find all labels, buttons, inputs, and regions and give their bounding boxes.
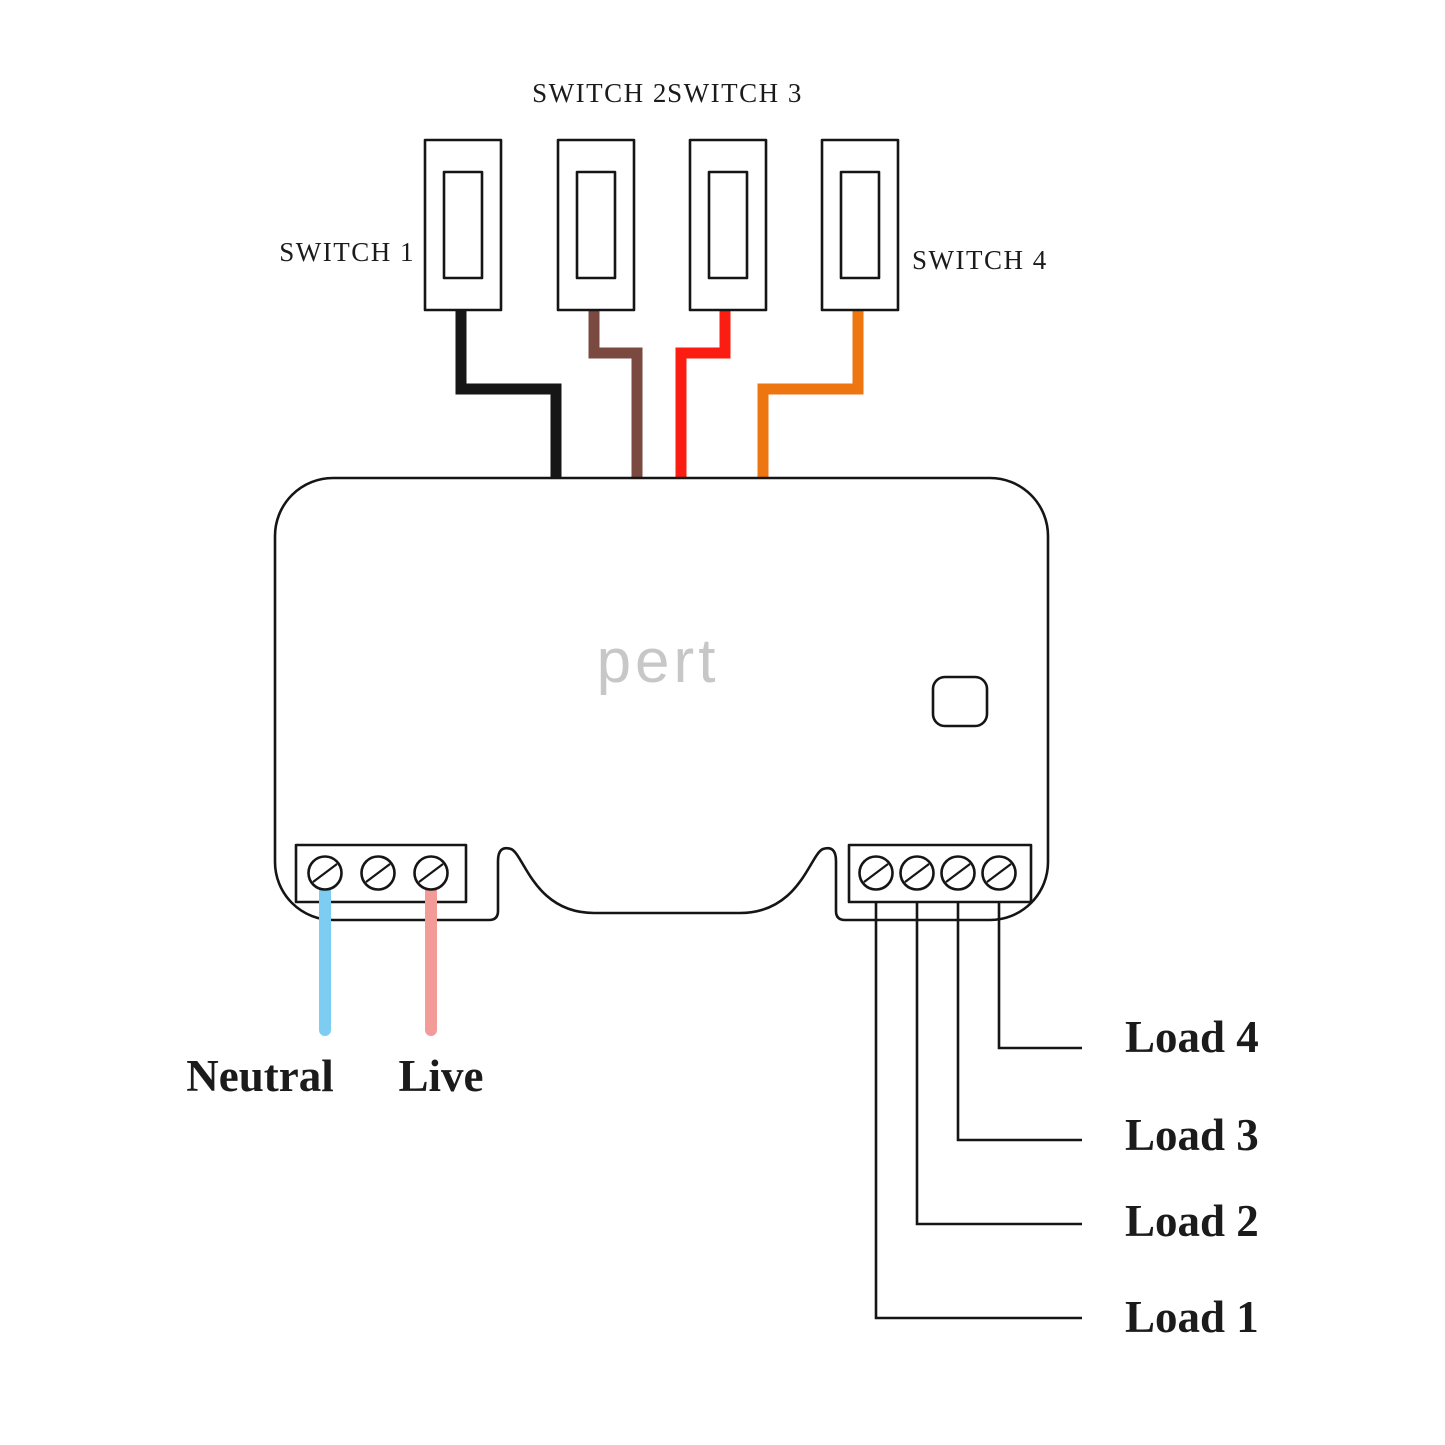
load1-label: Load 1 bbox=[1125, 1292, 1259, 1342]
switch-3-rocker bbox=[707, 170, 749, 280]
load4-terminal-screw bbox=[981, 855, 1017, 891]
load2-line bbox=[915, 902, 1082, 1226]
load2-terminal-screw bbox=[899, 855, 935, 891]
neutral-terminal-screw bbox=[307, 855, 343, 891]
switch-3-body bbox=[688, 138, 768, 312]
switch1-wire bbox=[455, 309, 562, 484]
module-button bbox=[931, 675, 989, 728]
spare-terminal-screw bbox=[360, 855, 396, 891]
switch-3 bbox=[688, 138, 768, 312]
load3-terminal-screw bbox=[940, 855, 976, 891]
load4-label: Load 4 bbox=[1125, 1012, 1259, 1062]
switch4-wire bbox=[757, 309, 864, 484]
switch1-label: SWITCH 1 bbox=[279, 237, 415, 267]
switch-1-body bbox=[423, 138, 503, 312]
switch4-label: SWITCH 4 bbox=[912, 245, 1048, 275]
switch-4-body bbox=[820, 138, 900, 312]
switch2-wire bbox=[588, 309, 643, 484]
load4-line bbox=[997, 902, 1082, 1050]
load1-terminal-screw bbox=[858, 855, 894, 891]
switch-4 bbox=[820, 138, 900, 312]
switch-4-rocker bbox=[839, 170, 881, 280]
switch-2-body bbox=[556, 138, 636, 312]
load3-line bbox=[956, 902, 1082, 1142]
switch-1-rocker bbox=[442, 170, 484, 280]
neutral-label: Neutral bbox=[186, 1051, 333, 1101]
load2-label: Load 2 bbox=[1125, 1196, 1259, 1246]
switch3-label: SWITCH 3 bbox=[667, 78, 803, 108]
relay-module-body bbox=[273, 476, 1050, 922]
switch2-label: SWITCH 2 bbox=[532, 78, 668, 108]
switch-1 bbox=[423, 138, 503, 312]
brand-logo: pert bbox=[597, 627, 720, 696]
switch-2-rocker bbox=[575, 170, 617, 280]
load1-line bbox=[874, 902, 1082, 1320]
live-label: Live bbox=[399, 1051, 484, 1101]
switch3-wire bbox=[675, 309, 731, 484]
switch-2 bbox=[556, 138, 636, 312]
load3-label: Load 3 bbox=[1125, 1110, 1259, 1160]
live-terminal-screw bbox=[413, 855, 449, 891]
